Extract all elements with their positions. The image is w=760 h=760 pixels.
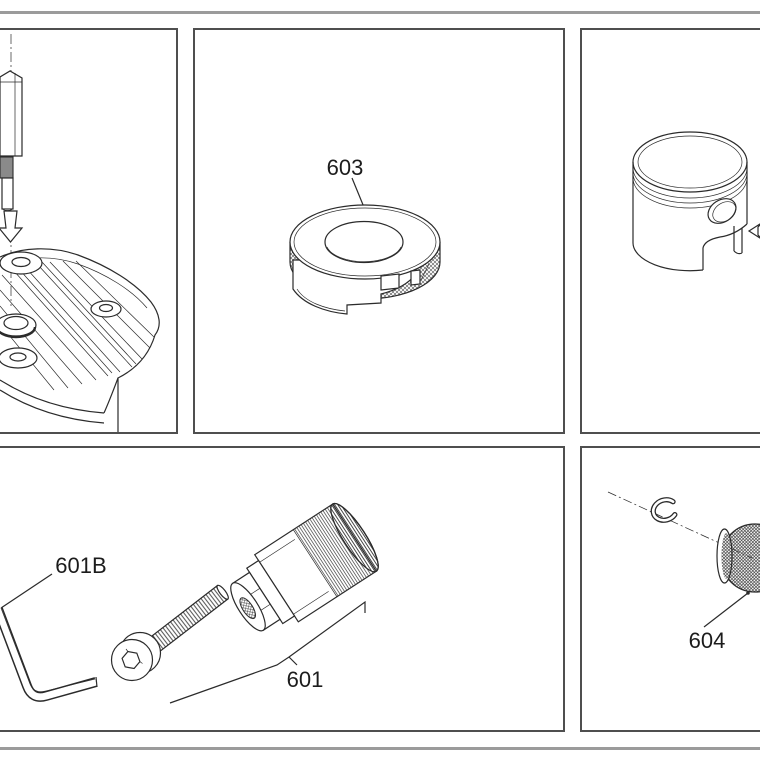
circlip-drawing [650,497,678,523]
drift-tool-illustration [0,70,23,211]
piston-drawing [632,131,748,272]
wrist-pin-hole [707,198,737,224]
adapter-drawing [230,502,379,632]
cylinder-head-drawing [0,248,160,432]
panel-piston [580,28,760,434]
part-label-604: 604 [689,628,726,653]
down-arrow-icon [0,210,24,243]
socket-bolt-drawing [110,584,229,682]
part-label-601b: 601B [55,553,106,578]
cylinder-head-tool-illustration [0,34,160,432]
circlip-and-cap-illustration: 604 [607,491,760,653]
hex-key-drawing [0,607,98,702]
top-row-divider [0,11,760,14]
side-arrow-icon [747,223,760,239]
part-label-601: 601 [287,667,324,692]
part-label-603: 603 [327,155,364,180]
panel-circlip-and-cap [580,446,760,732]
spanner-cap-drawing [289,204,441,315]
knurled-cap-drawing [716,523,760,593]
spanner-cap-illustration: 603 [289,155,441,315]
piston-illustration [632,131,760,272]
bracket-line-601 [169,600,366,704]
leader-line-601b [0,573,53,609]
puller-tool-set-illustration: 601B [0,502,379,704]
leader-line-604 [703,592,749,628]
bottom-row-divider [0,747,760,750]
